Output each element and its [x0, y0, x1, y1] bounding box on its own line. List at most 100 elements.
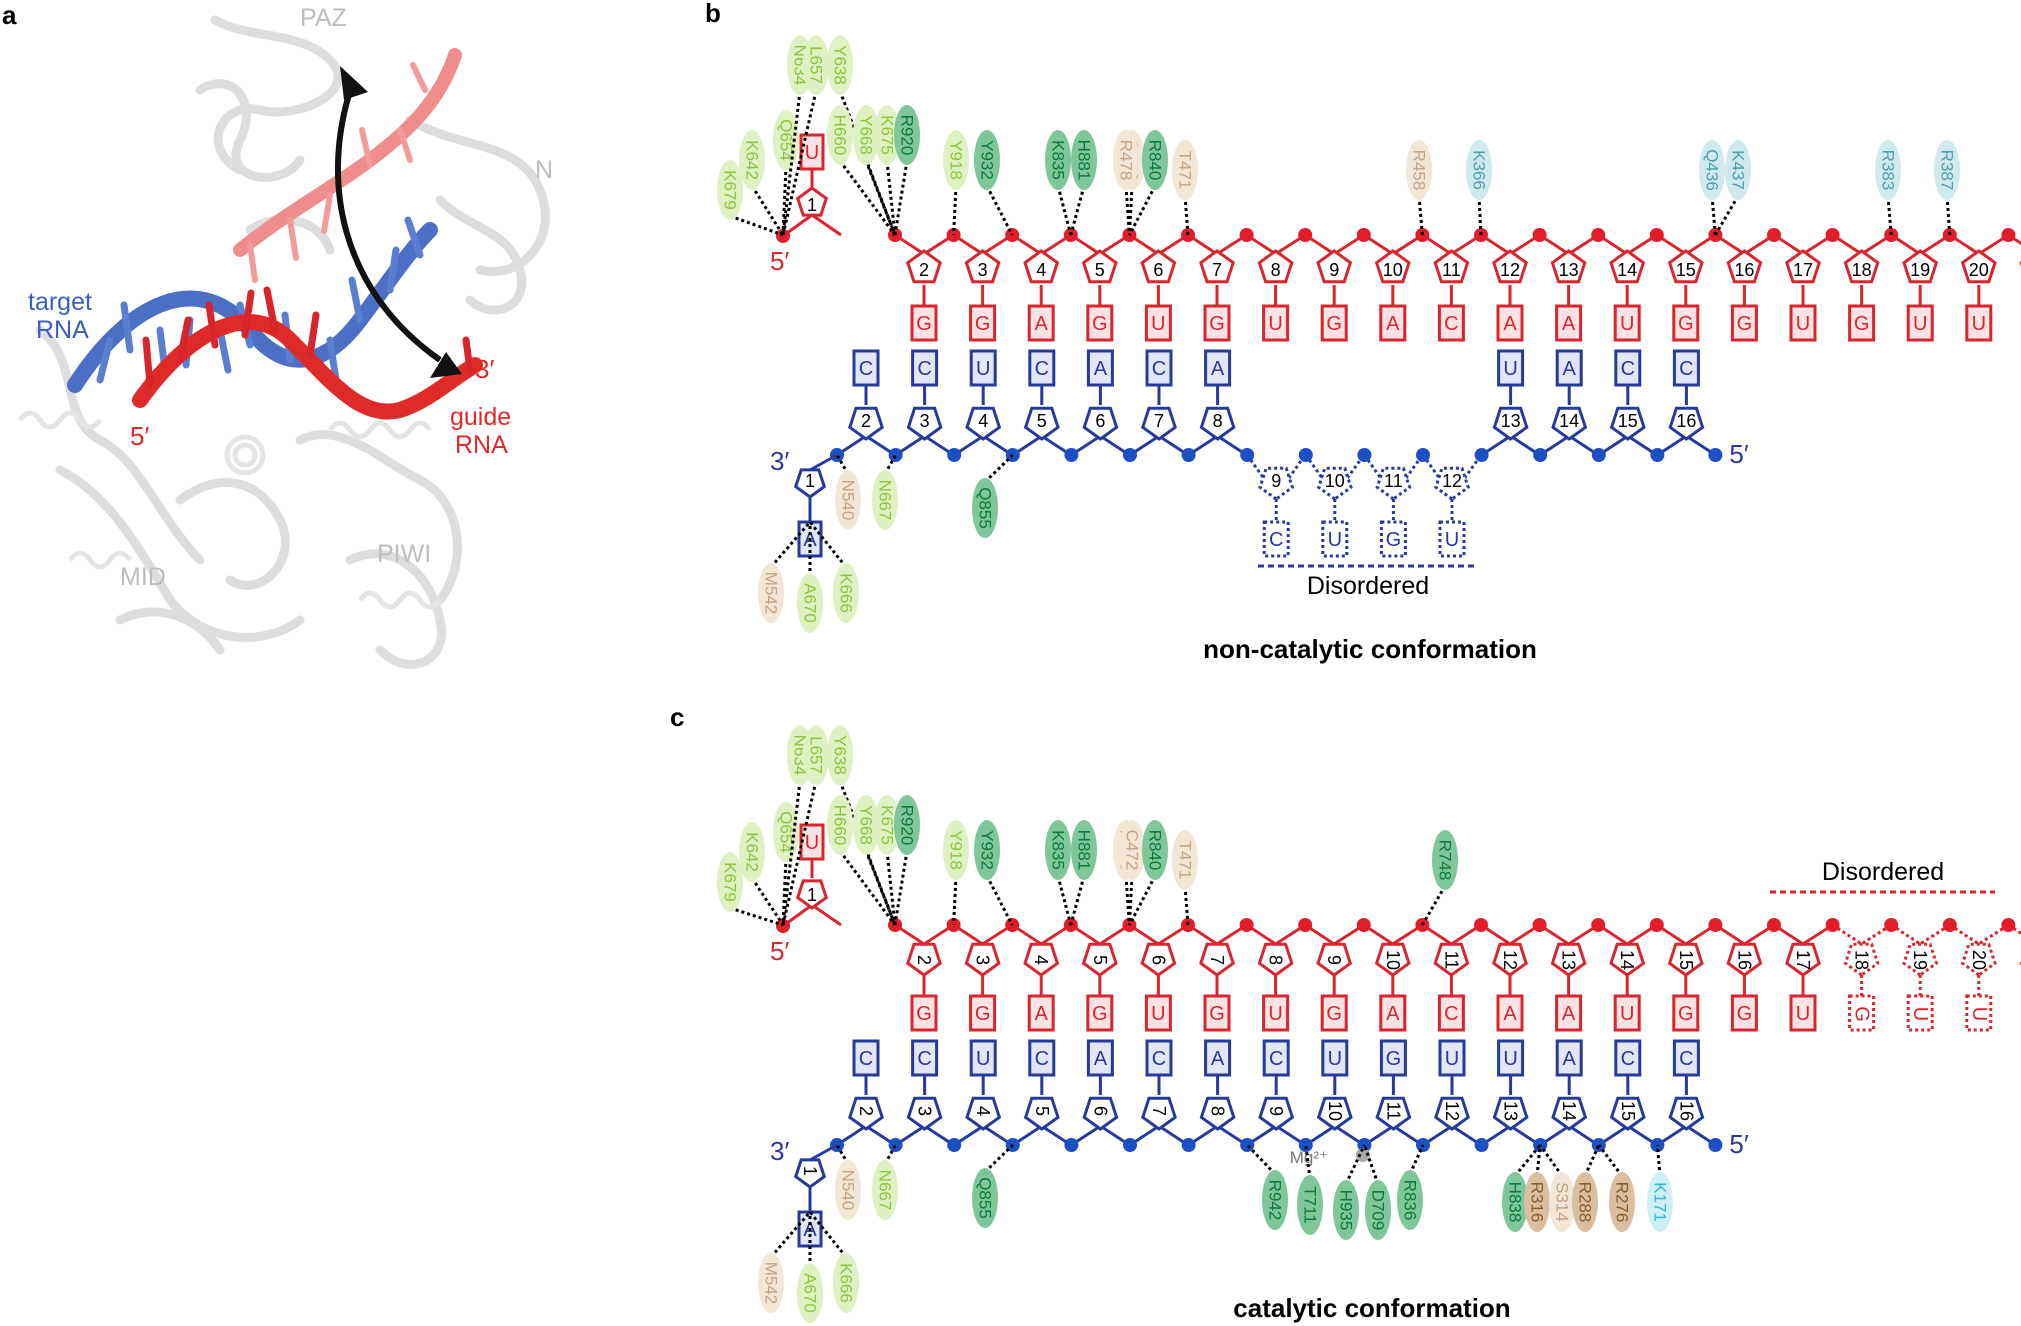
guide-residue-H660-bubble [827, 105, 853, 165]
target-phosphate-3 [888, 1138, 903, 1152]
guide-residue-H881-label: H881 [1075, 830, 1094, 871]
guide-sugar-16 [1726, 942, 1763, 977]
target-residue-N540-label: N540 [839, 480, 858, 521]
target-residue-S314: S314 [1538, 1144, 1575, 1232]
guide-number-16: 16 [1734, 260, 1754, 280]
guide-residue-L657-label: L657 [807, 736, 826, 774]
target-residue-A670: A670 [797, 522, 823, 633]
target-residue-H838: H838 [1502, 1144, 1542, 1232]
guide-residue-K679-connector [729, 214, 784, 237]
guide-residue-R840-bubble [1142, 820, 1168, 880]
disordered-label-c: Disordered [1822, 858, 1944, 886]
target-residue-M542: M542 [758, 521, 812, 623]
guide-base-5: G [1092, 1003, 1108, 1025]
target-residue-R288-label: R288 [1576, 1182, 1595, 1223]
guide-residue-T471: T471 [1172, 140, 1198, 236]
guide-residue-R478-connector [1124, 875, 1131, 926]
target-base-box-13 [1497, 349, 1525, 387]
target-residue-Q855-bubble [972, 478, 998, 538]
guide-residue-K366: K366 [1466, 140, 1492, 236]
guide-residue-Q436-connector [1710, 195, 1717, 236]
guide-residue-R387-label: R387 [1938, 150, 1957, 191]
target-number-15: 15 [1618, 411, 1638, 431]
guide-base-box-6 [1144, 304, 1172, 342]
target-number-10: 10 [1325, 471, 1345, 491]
target-phosphate-12 [1416, 448, 1430, 462]
guide-base-box-17 [1789, 304, 1817, 342]
target-residue-R942-bubble [1262, 1170, 1288, 1230]
guide-sugar-1 [795, 186, 829, 217]
guide-residue-L657-bubble [803, 725, 829, 785]
guide-nucleotide-4: 4A [1005, 918, 1072, 1032]
target-number-8: 8 [1208, 1106, 1228, 1116]
target-sugar-3 [906, 406, 943, 441]
guide-number-14: 14 [1617, 260, 1637, 280]
protein-structure [35, 15, 550, 669]
guide-base-19: U [1909, 1007, 1931, 1021]
guide-residue-K835-label: K835 [1049, 830, 1068, 870]
guide-nucleotide-17: 17U [1767, 918, 1834, 1032]
target-residue-R942-label: R942 [1266, 1180, 1285, 1221]
guide-phosphate-14 [1591, 228, 1606, 242]
target-3prime-label: 3′ [770, 446, 789, 476]
guide-sugar-12 [1492, 942, 1528, 977]
target-phosphate-8 [1181, 1138, 1196, 1152]
guide-backbone-5 [1069, 923, 1131, 946]
target-base-6: A [1094, 358, 1108, 380]
guide-base-box-11 [1437, 994, 1465, 1032]
guide-number-13: 13 [1559, 260, 1579, 280]
guide-residue-R458: R458 [1406, 140, 1432, 236]
target-base-3: C [917, 1048, 931, 1070]
target-number-3: 3 [920, 411, 930, 431]
guide-residue-T471-label: T471 [1176, 841, 1195, 880]
guide-sugar-18 [1843, 942, 1880, 977]
guide-nucleotide-14: 14U [1591, 228, 1658, 342]
guide-number-19: 19 [1910, 950, 1930, 970]
target-residue-R836-label: R836 [1401, 1180, 1420, 1221]
target-number-10: 10 [1325, 1101, 1345, 1121]
guide-residue-R920: R920 [893, 105, 920, 236]
label-paz: PAZ [300, 4, 347, 32]
guide-sugar-2 [906, 942, 942, 977]
target-nucleotide-8: 8A [1181, 349, 1248, 462]
target-sugar-2 [848, 1096, 884, 1131]
guide-backbone-12 [1480, 923, 1541, 946]
guide-base-4: A [1035, 313, 1049, 335]
target-base-box-12 [1438, 520, 1466, 558]
target-residue-M542-label: M542 [762, 1262, 781, 1305]
target-base-3: C [917, 358, 931, 380]
mg-label: Mg²⁺ [1290, 1148, 1328, 1167]
target-number-5: 5 [1032, 1106, 1052, 1116]
target-residue-H838-label: H838 [1506, 1182, 1525, 1223]
guide-residue-Y668-label: Y668 [857, 115, 876, 155]
target-base-box-10 [1321, 520, 1349, 558]
label-target-line2: RNA [36, 316, 89, 344]
guide-residue-Y932-label: Y932 [978, 830, 997, 870]
target-phosphate-3 [888, 448, 903, 462]
target-residue-R836-connector [1408, 1144, 1425, 1175]
target-base-box-4 [969, 1039, 997, 1077]
guide-sugar-11 [1433, 942, 1470, 977]
target-number-16: 16 [1676, 411, 1696, 431]
target-base-box-7 [1145, 1039, 1173, 1077]
guide-number-11: 11 [1441, 951, 1461, 970]
target-nucleotide-6: 6A [1064, 1039, 1131, 1152]
guide-residue-Y932-connector [985, 875, 1014, 926]
guide-residue-Y932: Y932 [974, 130, 1014, 236]
target-residue-K171-bubble [1647, 1172, 1673, 1232]
guide-base-15: G [1678, 1003, 1694, 1025]
guide-number-15: 15 [1676, 950, 1696, 970]
guide-sugar-4 [1023, 942, 1060, 977]
target-nucleotide-11: 11G [1357, 448, 1424, 558]
guide-residue-Q654-label: Q654 [777, 811, 796, 853]
target-number-7: 7 [1154, 411, 1164, 431]
target-residue-Q855-bubble [972, 1168, 998, 1228]
guide-base-box-12 [1496, 994, 1524, 1032]
guide-sugar-8 [1257, 942, 1294, 977]
guide-base-box-3 [969, 304, 997, 342]
guide-residue-R383-label: R383 [1879, 150, 1898, 191]
target-base-4: U [976, 1048, 990, 1070]
guide-residue-R748-bubble [1432, 830, 1458, 890]
target-base-7: C [1152, 1048, 1166, 1070]
guide-base-6: U [1151, 1003, 1165, 1025]
